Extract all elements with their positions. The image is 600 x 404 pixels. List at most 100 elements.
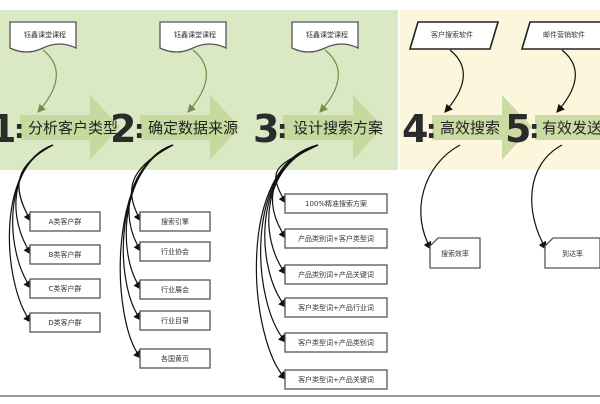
item-label: 各国黄页 bbox=[161, 354, 189, 363]
rect-shape bbox=[139, 211, 211, 232]
item-label: 客户类型词+产品类别词 bbox=[298, 338, 374, 347]
step-number: 3 bbox=[253, 107, 279, 151]
rect-shape bbox=[284, 193, 388, 214]
item-connector bbox=[12, 144, 54, 289]
item-label: 产品类别词+产品关键词 bbox=[298, 270, 374, 279]
item-connector bbox=[268, 144, 319, 275]
step-number: 2 bbox=[110, 107, 136, 151]
colon: : bbox=[14, 115, 24, 145]
item-connector bbox=[125, 144, 174, 290]
card-shape bbox=[544, 237, 600, 269]
item-box: D类客户群 bbox=[29, 312, 101, 333]
item-box: 客户类型词+产品类别词 bbox=[284, 332, 388, 353]
item-label: 100%精准搜索方案 bbox=[305, 199, 367, 208]
item-label: D类客户群 bbox=[48, 318, 81, 327]
rect-shape bbox=[284, 332, 388, 353]
source-label: 钰鑫课堂课程 bbox=[24, 30, 66, 39]
rect-shape bbox=[29, 244, 101, 265]
item-box: 行业展会 bbox=[139, 279, 211, 300]
rect-shape bbox=[284, 264, 388, 285]
step-label: 有效发送 bbox=[542, 119, 600, 137]
document-shape bbox=[159, 21, 227, 53]
item-connector bbox=[260, 144, 319, 343]
item-box: 各国黄页 bbox=[139, 348, 211, 369]
colon: : bbox=[134, 115, 144, 145]
item-label: B类客户群 bbox=[49, 250, 82, 259]
source-connector bbox=[556, 49, 576, 113]
parallelogram-shape bbox=[520, 21, 600, 50]
card-shape bbox=[429, 237, 481, 269]
source-connector bbox=[187, 49, 207, 113]
item-box: 搜索效率 bbox=[429, 237, 481, 269]
item-label: 到达率 bbox=[562, 249, 583, 258]
rect-shape bbox=[284, 369, 388, 390]
step-label: 分析客户类型 bbox=[28, 119, 118, 137]
item-label: A类客户群 bbox=[49, 217, 82, 226]
item-box: 到达率 bbox=[544, 237, 600, 269]
step-number: 1 bbox=[0, 107, 16, 151]
item-label: 行业展会 bbox=[161, 285, 189, 294]
rect-shape bbox=[284, 228, 388, 249]
item-box: A类客户群 bbox=[29, 211, 101, 232]
rect-shape bbox=[29, 278, 101, 299]
rect-shape bbox=[139, 310, 211, 331]
item-connector bbox=[531, 144, 563, 251]
item-label: 行业协会 bbox=[161, 247, 189, 256]
source-label: 钰鑫课堂课程 bbox=[306, 30, 348, 39]
step-label: 设计搜索方案 bbox=[293, 119, 383, 137]
item-connector bbox=[255, 144, 319, 380]
item-label: 客户类型词+产品关键词 bbox=[298, 375, 374, 384]
step-label: 确定数据来源 bbox=[148, 119, 238, 137]
item-label: 行业目录 bbox=[161, 316, 189, 325]
diagram-content: 1:分析客户类型钰鑫课堂课程A类客户群B类客户群C类客户群D类客户群2:确定数据… bbox=[0, 21, 600, 390]
colon: : bbox=[426, 115, 436, 145]
document-shape bbox=[9, 21, 77, 53]
step-1: 1:分析客户类型 钰鑫课堂课程 A类客户群 B类客户群 C类客户群 D类客户群 bbox=[0, 21, 120, 333]
step-arrow bbox=[283, 95, 383, 160]
item-box: C类客户群 bbox=[29, 278, 101, 299]
item-connector bbox=[119, 144, 174, 359]
step-number: 4 bbox=[402, 107, 428, 151]
item-box: 客户类型词+产品行业词 bbox=[284, 297, 388, 318]
source-label: 客户搜索软件 bbox=[431, 30, 473, 39]
source-connector bbox=[444, 49, 464, 113]
source-connector bbox=[319, 49, 339, 113]
rect-shape bbox=[29, 211, 101, 232]
document-shape bbox=[291, 21, 359, 53]
item-label: C类客户群 bbox=[49, 284, 82, 293]
step-arrow bbox=[535, 115, 600, 140]
step-arrow bbox=[432, 95, 532, 160]
item-box: 行业目录 bbox=[139, 310, 211, 331]
rect-shape bbox=[29, 312, 101, 333]
step-3: 3: 设计搜索方案 钰鑫课堂课程 100%精准搜索方案产品类别词+客户类型词产品类别词… bbox=[253, 21, 388, 390]
rect-shape bbox=[139, 241, 211, 262]
parallelogram-shape bbox=[408, 21, 500, 50]
item-label: 搜索效率 bbox=[441, 249, 469, 258]
item-label: 产品类别词+客户类型词 bbox=[298, 234, 374, 243]
item-connector bbox=[8, 144, 54, 323]
item-label: 客户类型词+产品行业词 bbox=[298, 303, 374, 312]
item-box: 搜索引擎 bbox=[139, 211, 211, 232]
item-box: 产品类别词+产品关键词 bbox=[284, 264, 388, 285]
rect-shape bbox=[139, 348, 211, 369]
item-connector bbox=[264, 144, 319, 308]
step-arrow bbox=[140, 95, 240, 160]
source-label: 邮件营销软件 bbox=[543, 30, 585, 39]
item-box: 100%精准搜索方案 bbox=[284, 193, 388, 214]
step-label: 高效搜索 bbox=[440, 119, 500, 137]
source-label: 钰鑫课堂课程 bbox=[174, 30, 216, 39]
item-box: 行业协会 bbox=[139, 241, 211, 262]
colon: : bbox=[277, 115, 287, 145]
step-arrow bbox=[20, 95, 120, 160]
item-connector bbox=[420, 144, 461, 251]
item-box: B类客户群 bbox=[29, 244, 101, 265]
rect-shape bbox=[139, 279, 211, 300]
step-number: 5 bbox=[505, 107, 531, 151]
colon: : bbox=[529, 115, 539, 145]
item-label: 搜索引擎 bbox=[161, 217, 189, 226]
source-connector bbox=[37, 49, 57, 113]
item-box: 产品类别词+客户类型词 bbox=[284, 228, 388, 249]
